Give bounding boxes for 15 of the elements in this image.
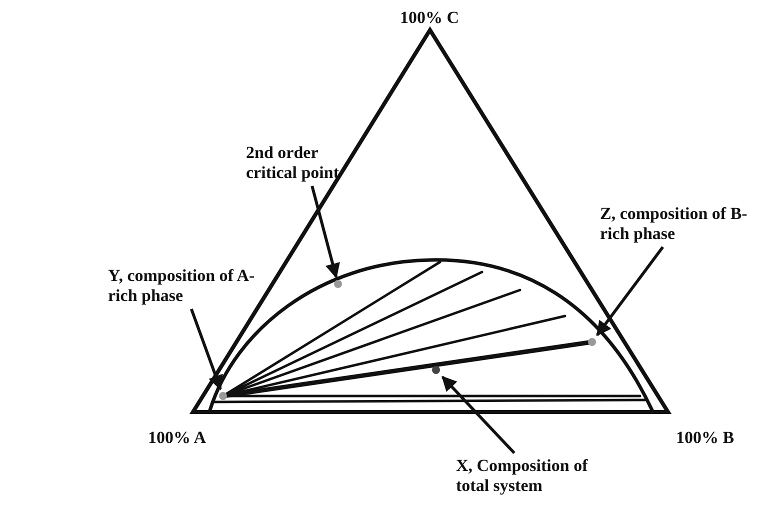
leader-arrow [310,186,340,278]
callout-label: 2nd order critical point [246,143,366,183]
callout-label: Y, composition of A-rich phase [108,266,258,306]
vertex-label: 100% B [676,428,756,448]
vertex-label: 100% A [148,428,228,448]
data-point [219,392,227,400]
data-point [588,338,596,346]
callout-label: Z, composition of B-rich phase [600,204,760,244]
data-point [432,366,440,374]
vertex-label: 100% C [400,8,480,28]
data-point [334,280,342,288]
leader-arrow [190,308,223,390]
leader-arrow [442,376,516,454]
callout-label: X, Composition of total system [456,456,616,496]
leader-arrow [596,246,664,336]
